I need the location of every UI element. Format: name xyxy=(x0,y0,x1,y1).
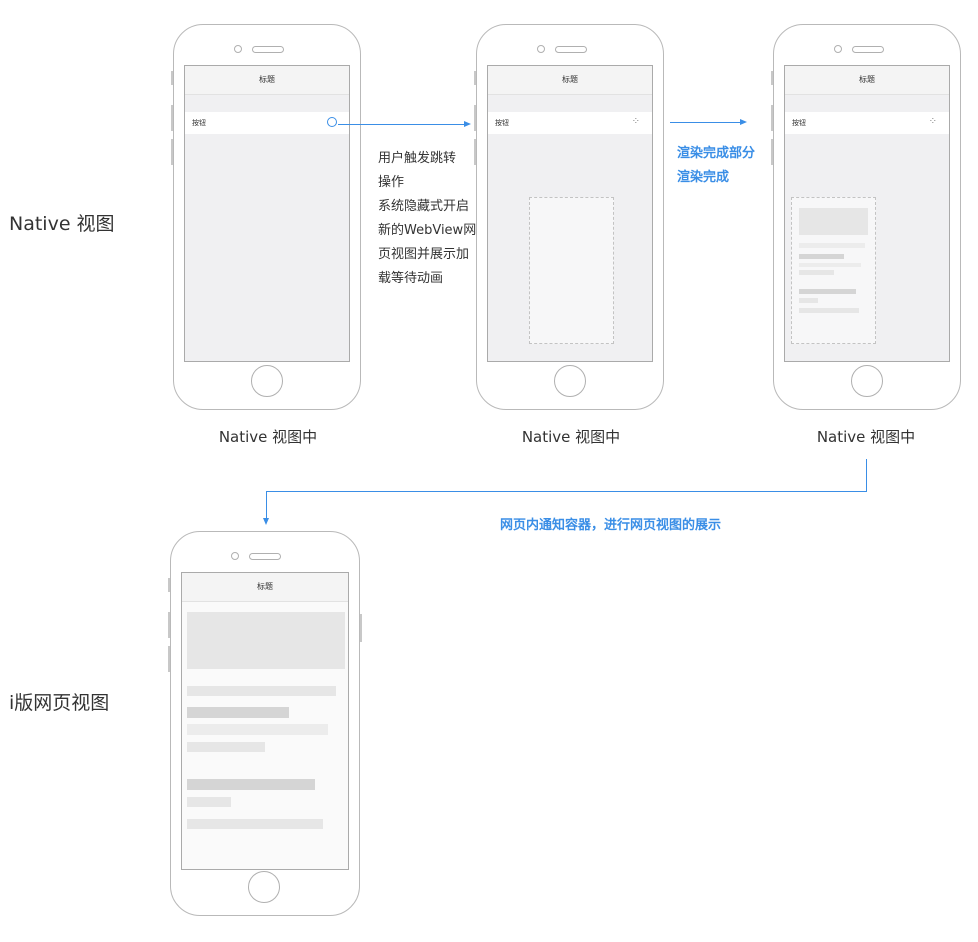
phone-screen: 标题 按钮 xyxy=(184,65,350,362)
phone-caption-3: Native 视图中 xyxy=(816,428,916,446)
arrow-line-1 xyxy=(338,124,466,125)
step-notify: 网页内通知容器，进行网页视图的展示 xyxy=(500,518,722,533)
step-render: 渲染完成部分 渲染完成 xyxy=(677,142,755,190)
nav-bar: 标题 xyxy=(785,66,949,95)
speaker-icon xyxy=(249,553,281,560)
row-label-native: Native 视图 xyxy=(9,213,115,235)
home-button xyxy=(554,365,586,397)
button-row[interactable]: 按钮 ⁘ xyxy=(488,112,652,134)
phone-screen: 标题 xyxy=(181,572,349,870)
phone-screen: 标题 按钮 ⁘ xyxy=(487,65,653,362)
button-label: 按钮 xyxy=(192,119,206,127)
nav-title: 标题 xyxy=(562,75,578,84)
nav-title: 标题 xyxy=(259,75,275,84)
phone-native-2: 标题 按钮 ⁘ xyxy=(474,24,664,410)
arrow-head-2 xyxy=(740,119,747,125)
step-line: 操作 xyxy=(378,175,405,190)
step-line: 载等待动画 xyxy=(378,271,444,286)
button-label: 按钮 xyxy=(792,119,806,127)
nav-title: 标题 xyxy=(257,582,273,591)
step-line: 渲染完成部分 xyxy=(677,146,756,161)
arrow-head-3 xyxy=(263,518,269,525)
camera-icon xyxy=(834,45,842,53)
step-line: 系统隐藏式开启 xyxy=(378,199,470,214)
camera-icon xyxy=(234,45,242,53)
button-row[interactable]: 按钮 xyxy=(185,112,349,134)
arrow-line-2 xyxy=(670,122,742,123)
camera-icon xyxy=(231,552,239,560)
row-label-i-version-web: i版网页视图 xyxy=(9,692,110,714)
loading-spinner-icon: ⁘ xyxy=(928,116,937,127)
arrow-line-3a xyxy=(866,459,867,491)
webview-partial-render xyxy=(791,197,876,344)
nav-bar: 标题 xyxy=(185,66,349,95)
tap-point-icon xyxy=(327,117,337,127)
step-line: 用户触发跳转 xyxy=(378,151,457,166)
nav-bar: 标题 xyxy=(488,66,652,95)
phone-web-view: 标题 xyxy=(168,531,362,916)
arrow-head-1 xyxy=(464,121,471,127)
arrow-line-3b xyxy=(266,491,867,492)
button-label: 按钮 xyxy=(495,119,509,127)
nav-bar: 标题 xyxy=(182,573,348,602)
phone-native-3: 标题 按钮 ⁘ xyxy=(771,24,961,410)
loading-spinner-icon: ⁘ xyxy=(631,116,640,127)
step-line: 新的WebView网 xyxy=(378,223,477,238)
phone-screen: 标题 按钮 ⁘ xyxy=(784,65,950,362)
home-button xyxy=(851,365,883,397)
phone-caption-1: Native 视图中 xyxy=(218,428,318,446)
home-button xyxy=(248,871,280,903)
nav-title: 标题 xyxy=(859,75,875,84)
step-line: 渲染完成 xyxy=(677,170,730,185)
home-button xyxy=(251,365,283,397)
speaker-icon xyxy=(252,46,284,53)
step-line: 页视图并展示加 xyxy=(378,247,470,262)
phone-native-1: 标题 按钮 xyxy=(171,24,361,410)
webview-placeholder xyxy=(529,197,614,344)
step-user-action: 用户触发跳转 操作 系统隐藏式开启 新的WebView网 页视图并展示加 载等待… xyxy=(378,147,476,291)
speaker-icon xyxy=(555,46,587,53)
arrow-line-3c xyxy=(266,491,267,519)
phone-caption-2: Native 视图中 xyxy=(521,428,621,446)
button-row[interactable]: 按钮 ⁘ xyxy=(785,112,949,134)
speaker-icon xyxy=(852,46,884,53)
camera-icon xyxy=(537,45,545,53)
